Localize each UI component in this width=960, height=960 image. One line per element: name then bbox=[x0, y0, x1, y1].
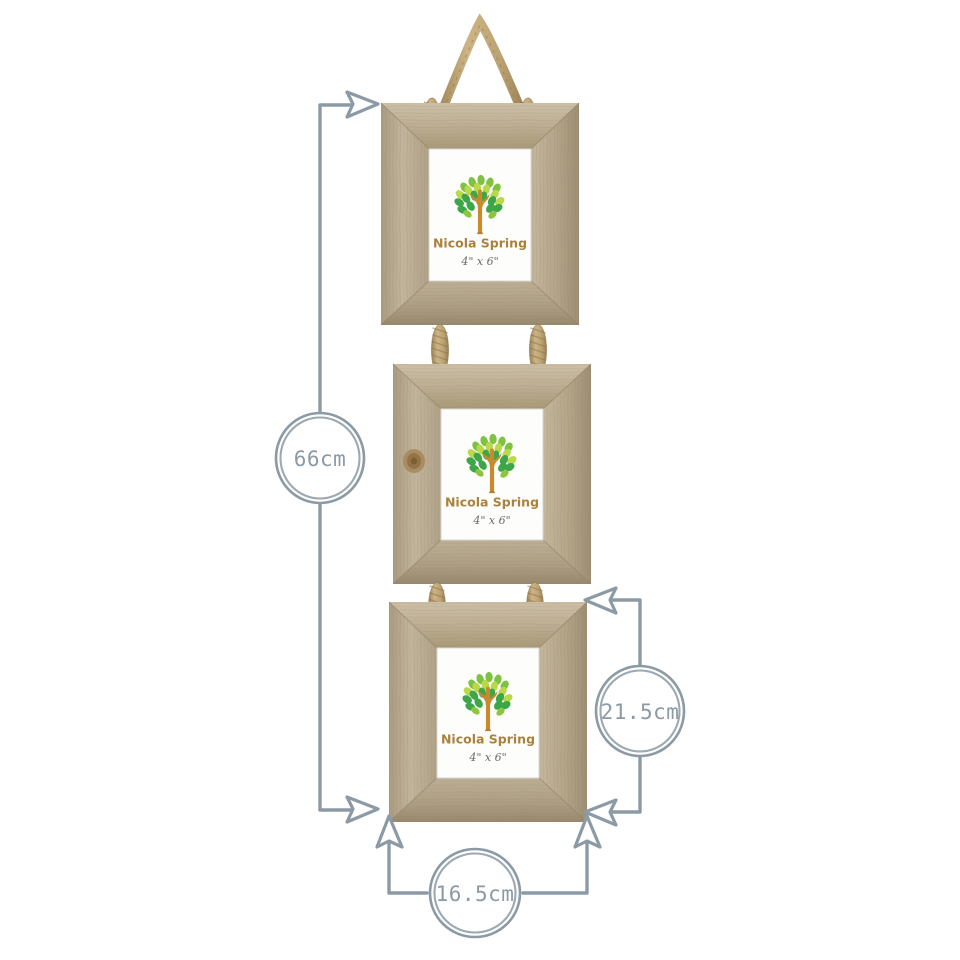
wood-knot-detail bbox=[403, 449, 425, 473]
photo-frame-3: Nicola Spring 4" x 6" bbox=[388, 601, 588, 823]
dimension-frame-height bbox=[583, 586, 686, 827]
dimension-arrow-fh-bottom bbox=[583, 798, 618, 827]
dimension-badge-circle-w bbox=[428, 847, 522, 939]
dimension-badge-circle-fh bbox=[594, 664, 686, 758]
dimension-label-frame-height: 21.5cm bbox=[601, 700, 680, 724]
photo-frame-1: Nicola Spring 4" x 6" bbox=[380, 97, 580, 326]
photo-frame-2: Nicola Spring 4" x 6" bbox=[392, 363, 592, 585]
dimension-arrow-left bbox=[375, 814, 404, 849]
dimension-arrow-right bbox=[573, 814, 602, 849]
dimension-arrow-fh-top bbox=[583, 586, 618, 615]
dimension-label-total-height: 66cm bbox=[294, 447, 347, 471]
dimension-arrow-bottom bbox=[345, 795, 380, 824]
dimension-total-height bbox=[274, 90, 380, 824]
rope-hanger-loop bbox=[431, 13, 532, 131]
frame-2-brand-label: Nicola Spring bbox=[445, 495, 539, 510]
frame-1-size-label: 4" x 6" bbox=[460, 255, 498, 268]
frame-3-size-label: 4" x 6" bbox=[468, 751, 506, 764]
frame-1-brand-label: Nicola Spring bbox=[433, 236, 527, 251]
frame-3-brand-label: Nicola Spring bbox=[441, 732, 535, 747]
dimension-badge-circle bbox=[274, 411, 366, 505]
frame-2-size-label: 4" x 6" bbox=[472, 514, 510, 527]
dimension-label-frame-width: 16.5cm bbox=[436, 882, 515, 906]
dimension-frame-width bbox=[375, 814, 602, 939]
dimension-arrow-top bbox=[345, 90, 380, 119]
